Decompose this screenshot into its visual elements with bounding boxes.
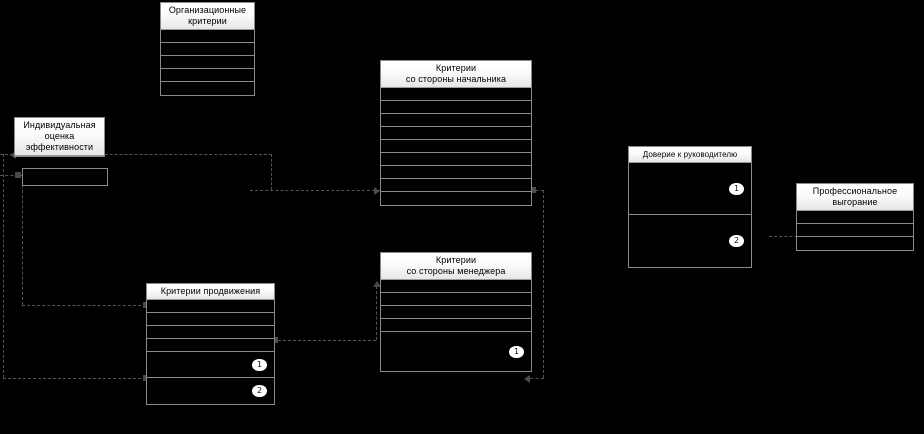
table-row[interactable] [381, 293, 531, 306]
table-row[interactable] [147, 313, 274, 326]
table-row[interactable] [797, 237, 913, 250]
table-row[interactable] [381, 127, 531, 140]
connector-promotion-to-manager-h [278, 340, 376, 341]
table-row[interactable] [381, 192, 531, 205]
table-row[interactable] [147, 339, 274, 352]
table-row[interactable] [381, 101, 531, 114]
table-row[interactable] [381, 179, 531, 192]
connector-trunk-left-outer [3, 154, 4, 378]
entity-rows-criteria-from-supervisor [381, 88, 531, 205]
connector-manager-in-h [530, 378, 544, 379]
connector-ind-to-supervisor-v [271, 154, 272, 190]
entity-title-individual-effectiveness-assessment: Индивидуальная оценка эффективности [15, 118, 104, 156]
status-badge: 2 [729, 235, 744, 247]
entity-criteria-from-supervisor[interactable]: Критерии со стороны начальника [380, 60, 532, 206]
entity-professional-burnout[interactable]: Профессиональное выгорание [796, 183, 914, 251]
status-badge: 1 [252, 358, 267, 371]
entity-title-trust-in-manager: Доверие к руководителю [629, 147, 751, 163]
connector-nub-ind-row [15, 172, 21, 178]
connector-supervisor-to-manager-v [543, 190, 544, 378]
table-row[interactable] [381, 114, 531, 127]
table-row[interactable]: 1 [629, 163, 751, 215]
table-row[interactable] [381, 88, 531, 101]
table-row[interactable] [161, 82, 254, 95]
table-row[interactable] [797, 211, 913, 224]
status-badge: 1 [729, 182, 744, 195]
entity-rows-organizational-criteria [161, 30, 254, 95]
entity-title-criteria-from-supervisor: Критерии со стороны начальника [381, 61, 531, 88]
table-row[interactable] [161, 30, 254, 43]
table-row[interactable] [381, 140, 531, 153]
entity-rows-criteria-from-manager: 1 [381, 280, 531, 371]
entity-rows-individual-effectiveness-assessment[interactable] [22, 168, 108, 186]
table-row[interactable] [381, 166, 531, 179]
entity-organizational-criteria[interactable]: Организационные критерии [160, 2, 255, 96]
connector-promotion-to-manager-v [376, 286, 377, 340]
connector-ind-to-promotion-h [22, 305, 146, 306]
entity-rows-professional-burnout [797, 211, 913, 250]
entity-title-promotion-criteria: Критерии продвижения [147, 284, 274, 300]
entity-promotion-criteria[interactable]: Критерии продвижения 1 2 [146, 283, 275, 405]
connector-ind-to-promotion-h2 [3, 378, 146, 379]
table-row[interactable] [381, 153, 531, 166]
entity-title-organizational-criteria: Организационные критерии [161, 3, 254, 30]
table-row[interactable]: 2 [147, 378, 274, 404]
entity-trust-in-manager[interactable]: Доверие к руководителю 1 2 [628, 146, 752, 268]
table-row[interactable] [161, 69, 254, 82]
table-row[interactable]: 1 [147, 352, 274, 378]
table-row[interactable] [381, 280, 531, 293]
table-row[interactable] [381, 306, 531, 319]
status-badge: 1 [509, 345, 524, 358]
connector-arrow-manager-top [373, 281, 381, 287]
table-row[interactable] [797, 224, 913, 237]
connector-ind-to-supervisor-h1 [0, 154, 272, 155]
connector-ind-to-supervisor-h2 [250, 190, 380, 191]
table-row[interactable] [161, 43, 254, 56]
entity-title-professional-burnout: Профессиональное выгорание [797, 184, 913, 211]
table-row[interactable] [381, 319, 531, 332]
table-row[interactable] [147, 300, 274, 313]
entity-rows-promotion-criteria: 1 2 [147, 300, 274, 404]
connector-trunk-left-inner [22, 175, 23, 305]
connector-arrow-supervisor-left [374, 187, 380, 195]
table-row[interactable]: 1 [381, 332, 531, 371]
table-row[interactable] [147, 326, 274, 339]
entity-rows-trust-in-manager: 1 2 [629, 163, 751, 267]
connector-nub-promotion-right [272, 337, 278, 343]
connector-arrow-manager-right [524, 375, 530, 383]
connector-supervisor-out-h [530, 190, 544, 191]
status-badge: 2 [252, 385, 267, 397]
entity-title-criteria-from-manager: Критерии со стороны менеджера [381, 253, 531, 280]
table-row[interactable] [161, 56, 254, 69]
connector-arrow-ind-left [10, 151, 16, 159]
entity-criteria-from-manager[interactable]: Критерии со стороны менеджера 1 [380, 252, 532, 372]
table-row[interactable]: 2 [629, 215, 751, 267]
entity-individual-effectiveness-assessment[interactable]: Индивидуальная оценка эффективности [14, 117, 105, 157]
connector-ind-stub [0, 175, 24, 176]
